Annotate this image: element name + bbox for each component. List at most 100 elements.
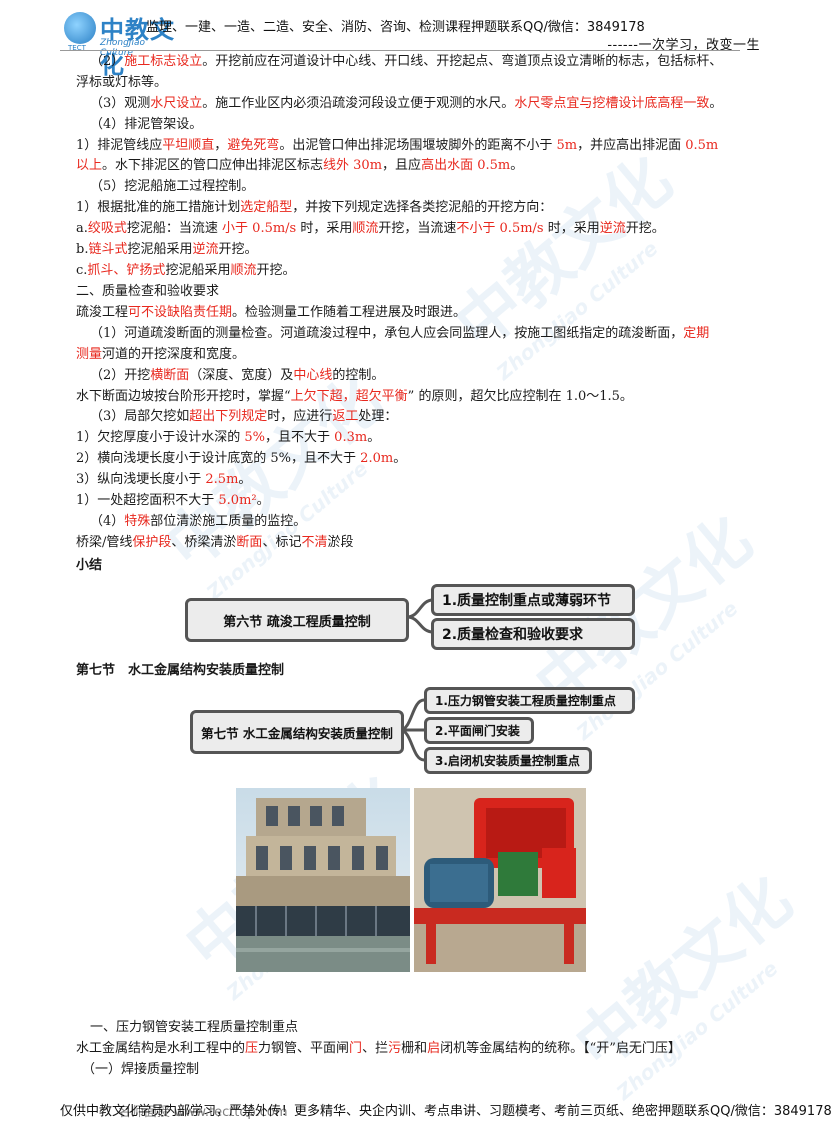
text-run: 力钢管、平面闸 <box>258 1041 350 1056</box>
highlight-text: 水尺设立 <box>150 96 203 111</box>
highlight-text: 上欠下超，超欠平衡 <box>290 389 408 404</box>
mindmap-child: 3.启闭机安装质量控制重点 <box>424 747 592 774</box>
body-line: （2）开挖横断面（深度、宽度）及中心线的控制。 <box>90 366 384 386</box>
highlight-text: 绞吸式 <box>87 221 127 236</box>
text-run: ， <box>214 138 228 153</box>
highlight-text: 压 <box>245 1041 259 1056</box>
mindmap-child: 1.压力钢管安装工程质量控制重点 <box>424 687 635 714</box>
text-run: 栅和 <box>401 1041 428 1056</box>
body-line: （4）排泥管架设。 <box>90 115 202 135</box>
text-run: 淤段 <box>327 535 354 550</box>
text-run: 。 <box>256 493 270 508</box>
text-run: （一）焊接质量控制 <box>82 1062 200 1077</box>
text-run: 处理： <box>358 409 398 424</box>
body-line: 水下断面边坡按台阶形开挖时，掌握“上欠下超，超欠平衡” 的原则，超欠比应控制在 … <box>76 387 633 407</box>
highlight-text: 中心线 <box>293 368 333 383</box>
highlight-text: 测量 <box>76 347 103 362</box>
text-run: a. <box>76 221 88 236</box>
mindmap-section6: 第六节 疏浚工程质量控制 1.质量控制重点或薄弱环节 2.质量检查和验收要求 <box>185 580 635 652</box>
text-run: 、标记 <box>262 535 302 550</box>
highlight-text: 链斗式 <box>88 242 128 257</box>
body-line: （3）局部欠挖如超出下列规定时，应进行返工处理： <box>90 407 397 427</box>
highlight-text: 返工 <box>332 409 359 424</box>
highlight-text: 保护段 <box>132 535 172 550</box>
text-run: 。 <box>709 96 723 111</box>
body-line: （一）焊接质量控制 <box>82 1060 199 1080</box>
body-line: 浮标或灯标等。 <box>76 73 167 93</box>
highlight-text: 横断面 <box>150 368 190 383</box>
highlight-text: 高出水面 0.5m <box>421 158 511 173</box>
logo-globe-icon <box>64 12 96 44</box>
text-run: 、桥梁清淤 <box>171 535 237 550</box>
text-run: c. <box>76 263 88 278</box>
text-run: 时，应进行 <box>267 409 333 424</box>
logo-subtitle: ZhongJiao Culture <box>100 38 145 58</box>
body-line: 测量河道的开挖深度和宽度。 <box>76 345 245 365</box>
logo: 中教文化 ZhongJiao Culture TECT <box>60 8 180 79</box>
text-run: （5）挖泥船施工过程控制。 <box>90 179 255 194</box>
page-footer: 仅供中教文化学员内部学习，严禁外传！更多精华、央企内训、考点串讲、习题模考、考前… <box>60 1104 832 1119</box>
highlight-text: 5.0m² <box>218 493 257 508</box>
text-run: 、拦 <box>362 1041 389 1056</box>
body-line: 水工金属结构是水利工程中的压力钢管、平面闸门、拦污栅和启闭机等金属结构的统称。【… <box>76 1039 681 1059</box>
highlight-text: 不小于 0.5m/s <box>456 221 544 236</box>
text-run: 开挖，当流速 <box>378 221 457 236</box>
body-line: 1）欠挖厚度小于设计水深的 5%，且不大于 0.3m。 <box>76 428 380 448</box>
text-run: 疏浚工程 <box>76 305 129 320</box>
highlight-text: 可不设缺陷责任期 <box>128 305 233 320</box>
highlight-text: 0.3m <box>334 430 368 445</box>
text-run: 开挖。 <box>625 221 665 236</box>
text-run: （4）排泥管架设。 <box>90 117 203 132</box>
highlight-text: 顺流 <box>230 263 257 278</box>
section7-title: 第七节 水工金属结构安装质量控制 <box>76 663 285 678</box>
text-run: （3）观测 <box>90 96 151 111</box>
text-run: 。 <box>238 472 252 487</box>
text-run: 浮标或灯标等。 <box>76 75 168 90</box>
text-run: （3）局部欠挖如 <box>90 409 190 424</box>
body-line: 2）横向浅埂长度小于设计底宽的 5%，且不大于 2.0m。 <box>76 449 406 469</box>
body-line: 3）纵向浅埂长度小于 2.5m。 <box>76 470 251 490</box>
highlight-text: 平坦顺直 <box>162 138 215 153</box>
highlight-text: 线外 30m <box>323 158 383 173</box>
body-line: a.绞吸式挖泥船：当流速 小于 0.5m/s 时，采用顺流开挖，当流速不小于 0… <box>76 219 665 239</box>
body-line: 以上。水下排泥区的管口应伸出排泥区标志线外 30m，且应高出水面 0.5m。 <box>76 156 523 176</box>
highlight-text: 启 <box>427 1041 441 1056</box>
text-run: 水工金属结构是水利工程中的 <box>76 1041 246 1056</box>
summary-label: 小结 <box>76 558 103 573</box>
body-line: 1）排泥管线应平坦顺直，避免死弯。出泥管口伸出排泥场围堰坡脚外的距离不小于 5m… <box>76 136 718 156</box>
text-run: ，且应 <box>382 158 422 173</box>
header-slogan: ------一次学习，改变一生 <box>607 38 760 53</box>
text-run: 。开挖前应在河道设计中心线、开口线、开挖起点、弯道顶点设立清晰的标志，包括标杆、 <box>202 54 723 69</box>
text-run: （深度、宽度）及 <box>189 368 294 383</box>
mindmap-child: 2.平面闸门安装 <box>424 717 534 744</box>
highlight-text: 选定船型 <box>240 200 293 215</box>
text-run: 。水下排泥区的管口应伸出排泥区标志 <box>102 158 324 173</box>
body-line: 疏浚工程可不设缺陷责任期。检验测量工作随着工程进展及时跟进。 <box>76 303 466 323</box>
text-run: ” 的原则，超欠比应控制在 1.0～1.5。 <box>407 389 633 404</box>
text-run: 二、质量检查和验收要求 <box>76 284 220 299</box>
highlight-text: 超出下列规定 <box>189 409 268 424</box>
highlight-text: 0.5m <box>685 138 719 153</box>
text-run: 1）一处超挖面积不大于 <box>76 493 219 508</box>
text-run: 1）欠挖厚度小于设计水深的 <box>76 430 245 445</box>
text-run: （4） <box>90 514 125 529</box>
highlight-text: 避免死弯 <box>227 138 280 153</box>
body-line: （1）河道疏浚断面的测量检查。河道疏浚过程中，承包人应会同监理人，按施工图纸指定… <box>90 324 709 344</box>
text-run: 开挖。 <box>218 242 258 257</box>
body-line: 1）一处超挖面积不大于 5.0m²。 <box>76 491 270 511</box>
highlight-text: 以上 <box>76 158 103 173</box>
body-line: 1）根据批准的施工措施计划选定船型，并按下列规定选择各类挖泥船的开挖方向： <box>76 198 552 218</box>
body-line: （2）施工标志设立。开挖前应在河道设计中心线、开口线、开挖起点、弯道顶点设立清晰… <box>90 52 722 72</box>
highlight-text: 5m <box>556 138 578 153</box>
mindmap-section7: 第七节 水工金属结构安装质量控制 1.压力钢管安装工程质量控制重点 2.平面闸门… <box>190 686 635 774</box>
mindmap-child: 2.质量检查和验收要求 <box>431 618 635 650</box>
body-line: 桥梁/管线保护段、桥梁清淤断面、标记不清淤段 <box>76 533 353 553</box>
highlight-text: 顺流 <box>352 221 379 236</box>
logo-brand: 中教文化 <box>100 16 175 79</box>
text-run: b. <box>76 242 89 257</box>
text-run: ，且不大于 <box>265 430 335 445</box>
text-run: （2）开挖 <box>90 368 151 383</box>
highlight-text: 小于 0.5m/s <box>222 221 297 236</box>
